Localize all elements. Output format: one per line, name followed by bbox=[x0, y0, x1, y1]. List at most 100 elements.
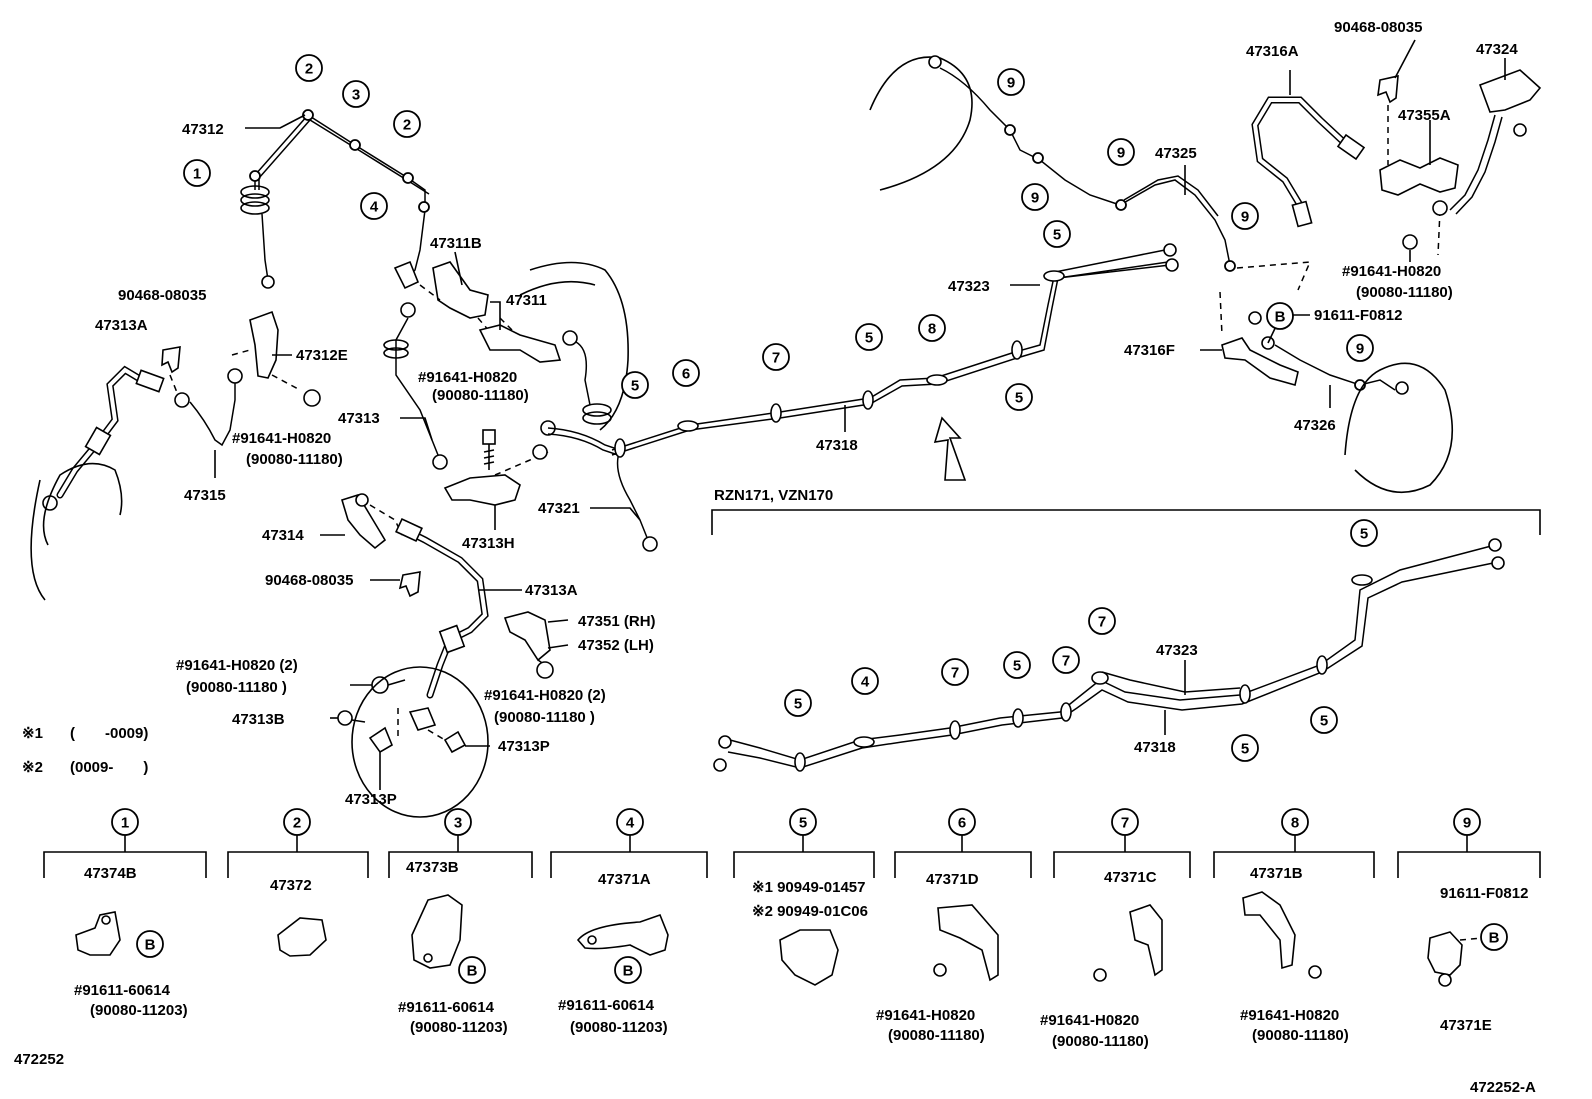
callout-number: 2 bbox=[403, 117, 411, 134]
legend-callout-7: 7 bbox=[1111, 808, 1139, 836]
bracket-47312E bbox=[249, 310, 279, 379]
legend-callout-4: 4 bbox=[616, 808, 644, 836]
legend-alt-8: (90080-11180) bbox=[1252, 1027, 1349, 1044]
label-47313P-b: 47313P bbox=[345, 791, 397, 808]
callout-5: 5 bbox=[621, 371, 649, 399]
label-90468-a: 90468-08035 bbox=[118, 287, 206, 304]
label-47313: 47313 bbox=[338, 410, 380, 427]
legend-callout-2: 2 bbox=[283, 808, 311, 836]
footnote-1-mark: ※1 bbox=[22, 725, 43, 742]
label-47352: 47352 (LH) bbox=[578, 637, 654, 654]
bracket-47355A bbox=[1379, 157, 1459, 196]
callout-number: 9 bbox=[1117, 145, 1125, 162]
legend-part2-9: 47371E bbox=[1440, 1017, 1492, 1034]
label-47316A: 47316A bbox=[1246, 43, 1299, 60]
legend-number: 9 bbox=[1463, 815, 1471, 832]
clip-90468-left bbox=[161, 346, 181, 374]
callout-number: 4 bbox=[861, 674, 870, 691]
label-47315: 47315 bbox=[184, 487, 226, 504]
callout-5: 5 bbox=[1003, 651, 1031, 679]
callout-number: 9 bbox=[1007, 75, 1015, 92]
callout-b: B bbox=[614, 956, 642, 984]
callout-8: 8 bbox=[918, 314, 946, 342]
tube-47318-lower bbox=[729, 544, 1496, 761]
callout-number: 5 bbox=[1320, 713, 1328, 730]
label-90080-b: (90080-11180) bbox=[432, 387, 529, 404]
tube-47325 bbox=[939, 67, 1231, 266]
bolt-icon bbox=[303, 389, 321, 407]
label-91641-d: #91641-H0820 (2) bbox=[484, 687, 606, 704]
callout-5: 5 bbox=[1310, 706, 1338, 734]
legend-part-7: 47371C bbox=[1104, 869, 1157, 886]
callout-number: 5 bbox=[631, 378, 639, 395]
tube-47315 bbox=[189, 380, 236, 447]
legend-alt-7: (90080-11180) bbox=[1052, 1033, 1149, 1050]
callout-b-letter: B bbox=[467, 963, 478, 980]
callout-9: 9 bbox=[1231, 202, 1259, 230]
callout-9: 9 bbox=[997, 68, 1025, 96]
callout-b: B bbox=[1266, 302, 1294, 330]
footnote-2-mark: ※2 bbox=[22, 759, 43, 776]
bracket-47311B bbox=[432, 261, 489, 319]
legend-callout-3: 3 bbox=[444, 808, 472, 836]
label-47312E: 47312E bbox=[296, 347, 348, 364]
callout-number: 9 bbox=[1241, 209, 1249, 226]
callout-9: 9 bbox=[1107, 138, 1135, 166]
callout-7: 7 bbox=[762, 343, 790, 371]
callout-b: B bbox=[136, 930, 164, 958]
wheel-outline-front-right bbox=[869, 56, 973, 191]
callout-number: 3 bbox=[352, 87, 360, 104]
footnote-2-text: (0009- ) bbox=[70, 759, 148, 776]
legend-text: 47374B#91611-60614(90080-11203)473724737… bbox=[74, 859, 1528, 1050]
label-47323-bot: 47323 bbox=[1156, 642, 1198, 659]
wheel-outline-left bbox=[42, 462, 123, 546]
legend-fastener-3: #91611-60614 bbox=[398, 999, 495, 1016]
legend-number: 2 bbox=[293, 815, 301, 832]
legend-callout-6: 6 bbox=[948, 808, 976, 836]
callout-7: 7 bbox=[1052, 646, 1080, 674]
bracket-47324 bbox=[1478, 69, 1542, 113]
callout-5: 5 bbox=[1005, 383, 1033, 411]
label-91641-e: #91641-H0820 bbox=[1342, 263, 1441, 280]
callout-5: 5 bbox=[855, 323, 883, 351]
callout-4: 4 bbox=[360, 192, 388, 220]
tube-47326 bbox=[1274, 344, 1396, 391]
label-91641-c: #91641-H0820 (2) bbox=[176, 657, 298, 674]
hose-47313A-bottom bbox=[395, 517, 489, 699]
label-47318-top: 47318 bbox=[816, 437, 858, 454]
callout-2: 2 bbox=[393, 110, 421, 138]
callout-5: 5 bbox=[1350, 519, 1378, 547]
label-47326: 47326 bbox=[1294, 417, 1336, 434]
callout-number: 9 bbox=[1031, 190, 1039, 207]
tube-47321 bbox=[547, 427, 649, 541]
label-47313A-bot: 47313A bbox=[525, 582, 578, 599]
footnote-1-text: ( -0009) bbox=[70, 725, 148, 742]
legend-number: 7 bbox=[1121, 815, 1129, 832]
label-47323-top: 47323 bbox=[948, 278, 990, 295]
legend-callout-9: 9 bbox=[1453, 808, 1481, 836]
label-90080-c: (90080-11180 ) bbox=[186, 679, 287, 696]
callout-number: 7 bbox=[951, 665, 959, 682]
bracket-47313H bbox=[443, 474, 521, 506]
callout-3: 3 bbox=[342, 80, 370, 108]
label-47351: 47351 (RH) bbox=[578, 613, 656, 630]
callout-b-letter: B bbox=[623, 963, 634, 980]
bracket-47316F bbox=[1221, 337, 1299, 386]
hose-47316A bbox=[1251, 96, 1366, 228]
tube-47312 bbox=[254, 114, 426, 276]
callout-number: 1 bbox=[193, 166, 201, 183]
legend-fastener-7: #91641-H0820 bbox=[1040, 1012, 1139, 1029]
legend-number: 6 bbox=[958, 815, 966, 832]
label-47316F: 47316F bbox=[1124, 342, 1175, 359]
legend-fastener-8: #91641-H0820 bbox=[1240, 1007, 1339, 1024]
diagram-id: 472252 bbox=[14, 1051, 64, 1068]
label-90468-c: 90468-08035 bbox=[1334, 19, 1422, 36]
legend-part-3: 47373B bbox=[406, 859, 459, 876]
legend-part2-5: ※2 90949-01C06 bbox=[752, 903, 868, 920]
callout-number: 5 bbox=[865, 330, 873, 347]
legend-alt-4: (90080-11203) bbox=[570, 1019, 668, 1036]
callout-number: 9 bbox=[1356, 341, 1364, 358]
label-91641-a: #91641-H0820 bbox=[232, 430, 331, 447]
bolt-icon bbox=[371, 676, 389, 694]
